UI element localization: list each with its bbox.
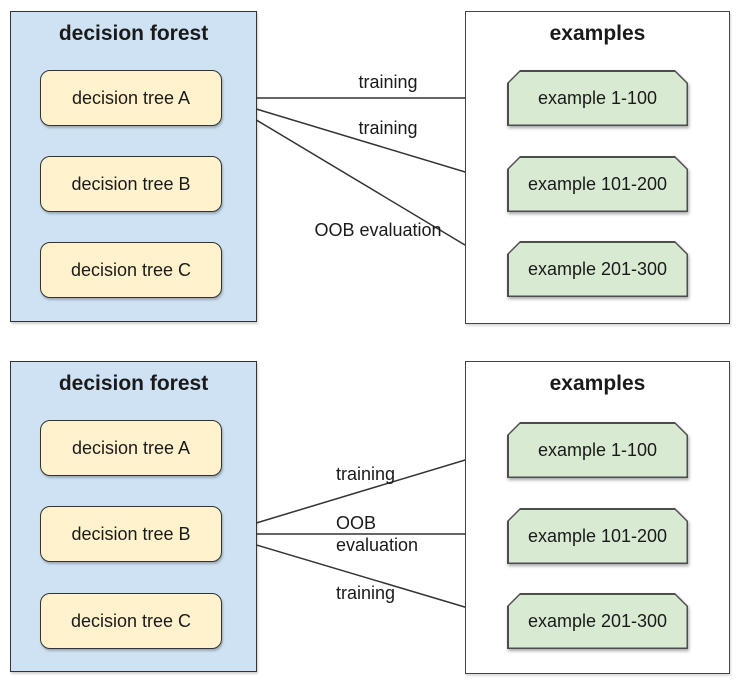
card-fill: example 201-300 <box>509 595 687 648</box>
tree-node-c: decision tree C <box>40 593 222 649</box>
example-card-label: example 201-300 <box>527 610 668 631</box>
examples-title: examples <box>549 372 646 395</box>
example-card-3: example 201-300 <box>507 593 688 649</box>
example-card-label: example 101-200 <box>527 525 668 546</box>
example-card-3: example 201-300 <box>507 241 688 297</box>
arrow-label-training-1: training <box>358 72 418 92</box>
arrow-label-training-1: training <box>336 464 396 484</box>
examples-title: examples <box>549 22 646 45</box>
example-card-label: example 1-100 <box>537 87 658 108</box>
tree-node-a: decision tree A <box>40 70 222 126</box>
example-card-1: example 1-100 <box>507 70 688 126</box>
arrow-label-training-2: training <box>358 118 418 138</box>
tree-node-label: decision tree A <box>71 87 191 108</box>
tree-node-label: decision tree C <box>70 610 192 631</box>
example-card-label: example 201-300 <box>527 258 668 279</box>
tree-node-label: decision tree B <box>71 523 191 544</box>
tree-node-b: decision tree B <box>40 506 222 562</box>
example-card-label: example 101-200 <box>527 173 668 194</box>
bottom-diagram-panel: decision forest decision tree A decision… <box>0 350 737 685</box>
card-fill: example 1-100 <box>509 72 687 125</box>
card-fill: example 201-300 <box>509 243 687 296</box>
tree-node-label: decision tree B <box>71 173 191 194</box>
card-fill: example 101-200 <box>509 510 687 563</box>
card-fill: example 1-100 <box>509 424 687 477</box>
arrow-label-training-2: training <box>336 583 396 603</box>
forest-title: decision forest <box>58 372 209 395</box>
tree-node-c: decision tree C <box>40 242 222 298</box>
tree-node-label: decision tree C <box>70 259 192 280</box>
tree-node-b: decision tree B <box>40 156 222 212</box>
example-card-1: example 1-100 <box>507 422 688 478</box>
example-card-label: example 1-100 <box>537 439 658 460</box>
arrow-treeA-to-example2 <box>222 98 506 186</box>
tree-node-label: decision tree A <box>71 437 191 458</box>
example-card-2: example 101-200 <box>507 508 688 564</box>
arrow-label-oob-evaluation: OOB evaluation <box>314 220 442 240</box>
top-diagram-panel: decision forest decision tree A decision… <box>10 11 730 324</box>
card-fill: example 101-200 <box>509 158 687 211</box>
tree-node-a: decision tree A <box>40 420 222 476</box>
example-card-2: example 101-200 <box>507 156 688 212</box>
forest-title: decision forest <box>58 22 209 45</box>
arrow-label-oob-evaluation: OOB evaluation <box>336 513 419 555</box>
